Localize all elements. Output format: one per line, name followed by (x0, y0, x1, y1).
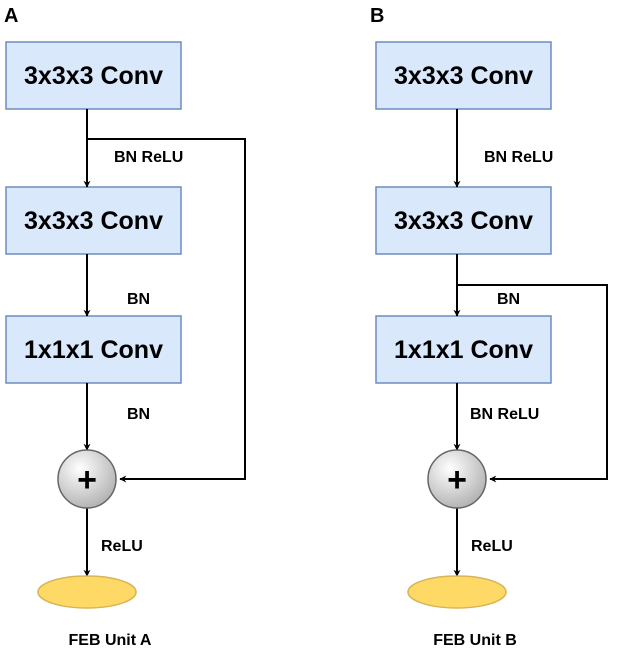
panel-a-conv1-block: 3x3x3 Conv (5, 41, 182, 110)
panel-a-letter: A (4, 5, 18, 27)
panel-b-plus-icon: + (447, 461, 467, 499)
panel-a-label-conv1-out: BN ReLU (114, 149, 183, 166)
panel-a-output-node (37, 575, 137, 609)
panel-b-caption: FEB Unit B (433, 632, 517, 649)
panel-a-label-conv3-out: BN (127, 406, 150, 423)
panel-a-sum-node: + (57, 449, 117, 509)
panel-a-sum-circle (57, 449, 117, 509)
panel-b-conv2-label: 3x3x3 Conv (394, 207, 533, 235)
panel-b-sum-circle (427, 449, 487, 509)
panel-a-conv3-box (5, 315, 182, 384)
panel-b-conv2-box (375, 186, 552, 255)
panel-b: B 3x3x3 Conv 3x3x3 Conv 1x1x1 Conv BN Re… (370, 5, 608, 649)
panel-a-skip-connection (87, 138, 246, 483)
panel-a-conv1-label: 3x3x3 Conv (24, 62, 163, 90)
panel-b-output-node (407, 575, 507, 609)
panel-b-conv3-box (375, 315, 552, 384)
panel-a-conv3-block: 1x1x1 Conv (5, 315, 182, 384)
panel-b-conv1-label: 3x3x3 Conv (394, 62, 533, 90)
panel-b-conv1-block: 3x3x3 Conv (375, 41, 552, 110)
panel-b-conv3-label: 1x1x1 Conv (394, 336, 533, 364)
panel-b-conv3-block: 1x1x1 Conv (375, 315, 552, 384)
panel-a-plus-icon: + (77, 461, 97, 499)
panel-a: A 3x3x3 Conv 3x3x3 Conv 1x1x1 Conv BN Re… (4, 5, 246, 649)
panel-a-conv3-label: 1x1x1 Conv (24, 336, 163, 364)
panel-a-conv2-label: 3x3x3 Conv (24, 207, 163, 235)
panel-a-conv2-box (5, 186, 182, 255)
panel-b-label-conv1-out: BN ReLU (484, 149, 553, 166)
panel-a-label-sum-out: ReLU (101, 538, 143, 555)
panel-a-caption: FEB Unit A (69, 632, 152, 649)
panel-b-conv1-box (375, 41, 552, 110)
panel-b-letter: B (370, 5, 384, 27)
panel-b-label-sum-out: ReLU (471, 538, 513, 555)
panel-b-label-conv2-out: BN (497, 291, 520, 308)
panel-a-conv1-box (5, 41, 182, 110)
panel-b-sum-node: + (427, 449, 487, 509)
panel-a-label-conv2-out: BN (127, 291, 150, 308)
panel-b-label-conv3-out: BN ReLU (470, 406, 539, 423)
panel-b-conv2-block: 3x3x3 Conv (375, 186, 552, 255)
panel-b-skip-connection (457, 284, 608, 483)
panel-a-conv2-block: 3x3x3 Conv (5, 186, 182, 255)
